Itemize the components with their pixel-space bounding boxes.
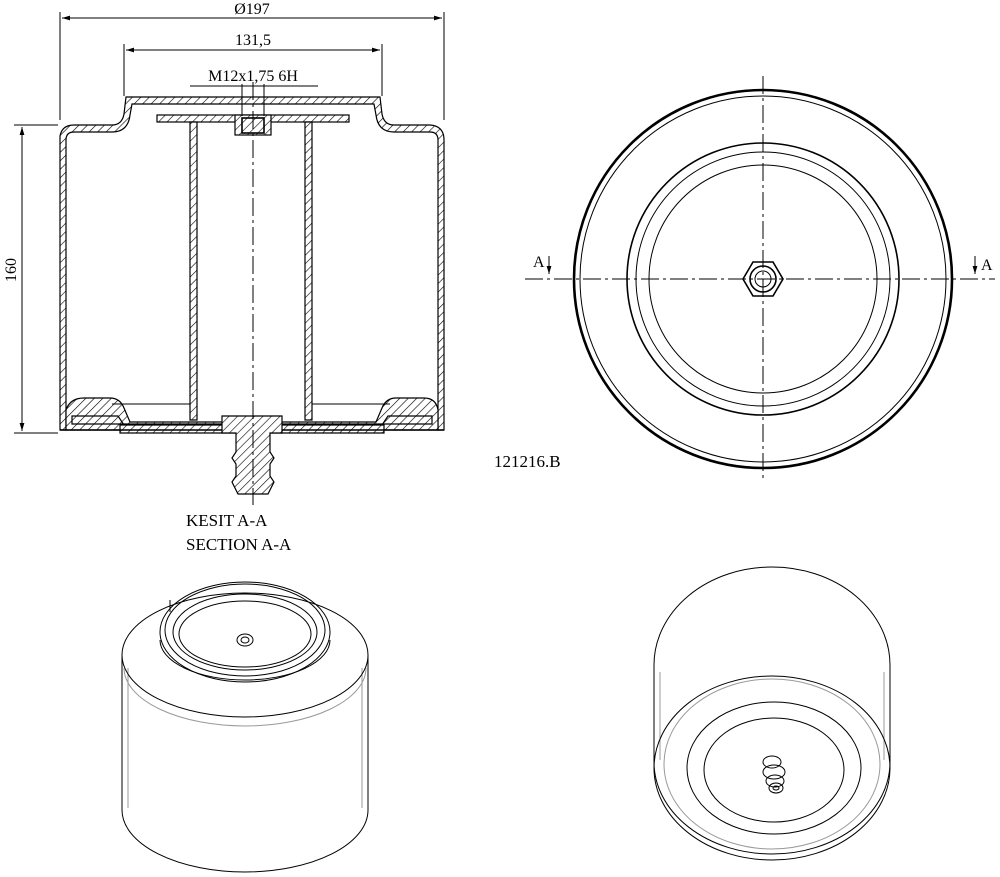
thread-label: M12x1,75 6H <box>208 68 298 85</box>
section-caption-line2: SECTION A-A <box>186 535 292 554</box>
iso2-bottom-rim <box>653 675 891 861</box>
iso1-center-hole <box>236 633 254 647</box>
iso1-inner-wall <box>159 639 331 681</box>
bottom-piston-section <box>65 397 439 431</box>
iso2-piston-outer <box>686 701 862 835</box>
central-tube-left <box>189 121 198 421</box>
central-tube-right <box>304 121 313 421</box>
outer-diameter-label: Ø197 <box>234 1 270 18</box>
outer-wall-section <box>59 96 445 431</box>
iso2-body-outline <box>653 566 891 855</box>
inner-diameter-label: 131,5 <box>235 32 271 49</box>
iso1-bead-inner <box>164 583 326 677</box>
iso1-bead-outer <box>159 581 331 683</box>
iso2-fitting-base <box>762 755 782 769</box>
iso1-top-rim <box>121 592 369 718</box>
iso1-plate <box>172 593 318 671</box>
iso1-plate-inner <box>178 600 312 668</box>
section-mark-right: A <box>981 257 993 274</box>
top-view: A A <box>525 76 995 482</box>
iso2-fitting-hole <box>772 785 780 791</box>
bottom-fitting <box>221 415 283 495</box>
isometric-view-bottom <box>653 566 891 861</box>
iso2-piston-inner <box>703 717 845 823</box>
iso1-rim-shade <box>123 667 367 727</box>
section-mark-left: A <box>533 254 545 271</box>
part-number: 121216.B <box>494 452 561 471</box>
iso1-body-outline <box>121 655 369 873</box>
hex-nut <box>742 261 784 297</box>
isometric-view-top <box>121 581 369 873</box>
iso2-rim-shade <box>663 678 881 850</box>
iso2-fitting-barb <box>765 774 785 788</box>
iso1-center-hole-inner <box>240 636 250 644</box>
iso2-fitting-ring <box>762 764 786 780</box>
height-label: 160 <box>3 258 20 282</box>
section-view: Ø197 131,5 M12x1,75 6H 160 KESIT A-A SEC… <box>3 1 445 554</box>
section-caption-line1: KESIT A-A <box>186 511 268 530</box>
iso2-fitting-tip <box>768 782 784 794</box>
